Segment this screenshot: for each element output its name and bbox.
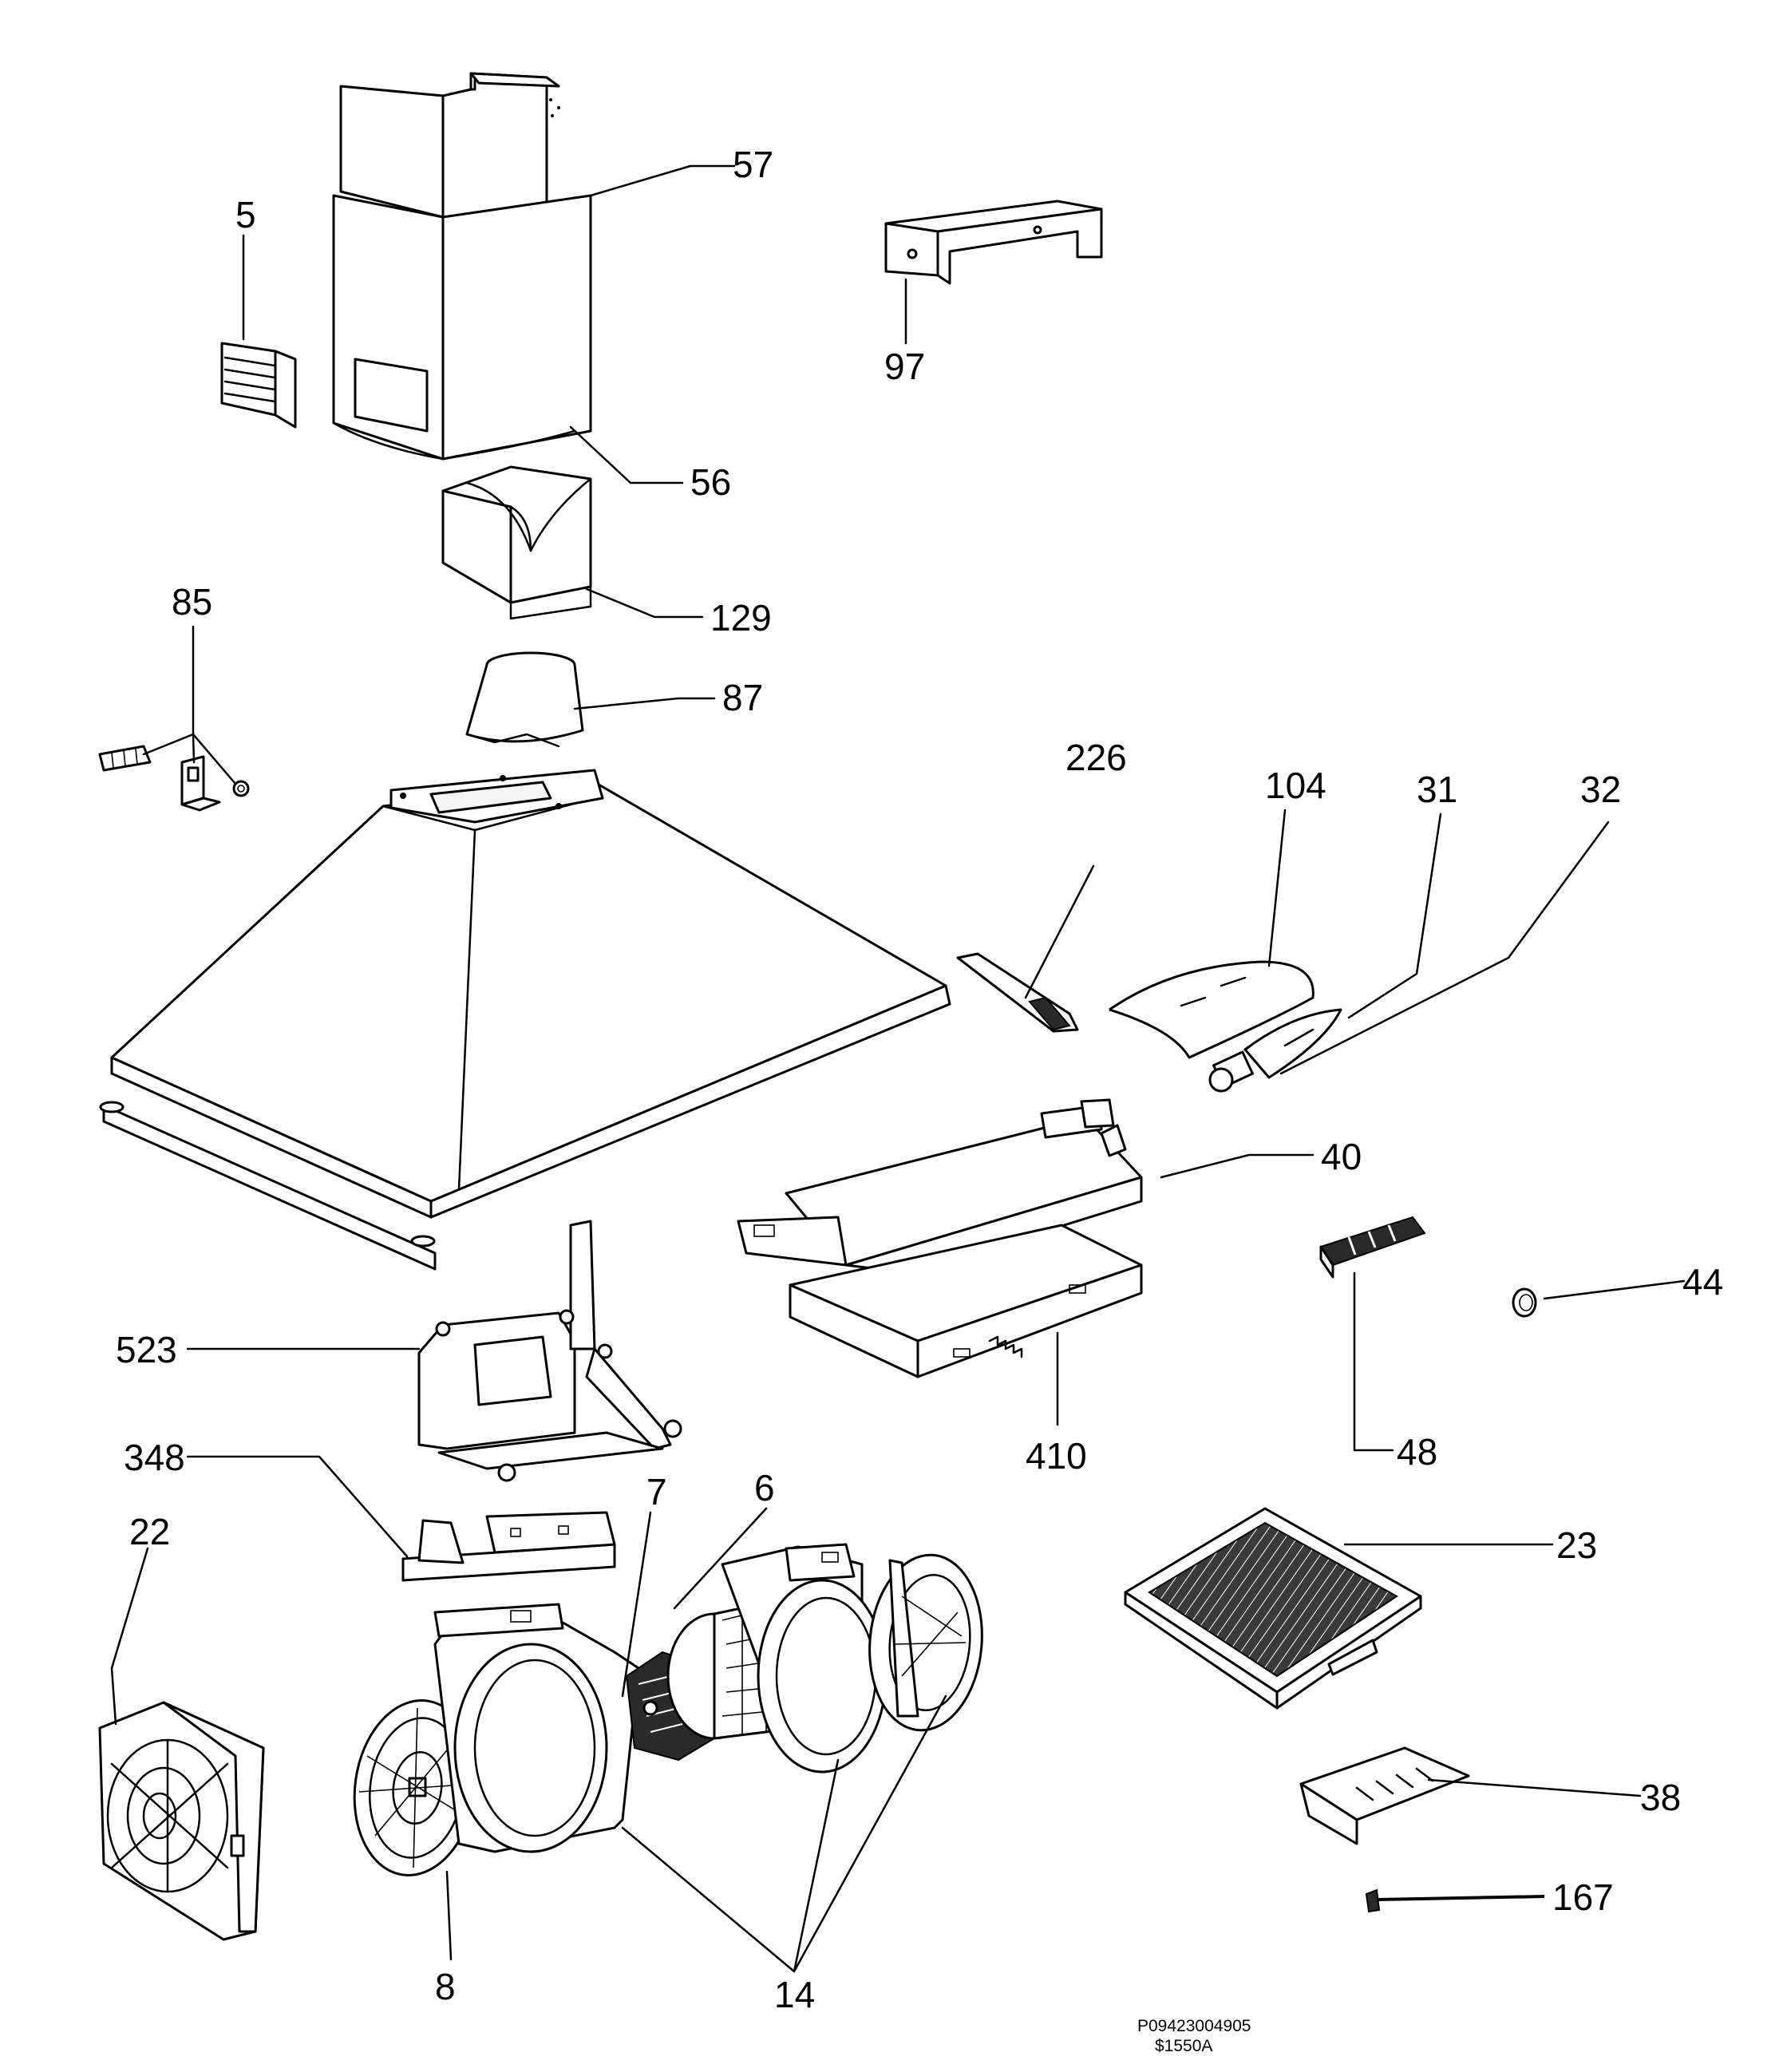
motor-support-part [417,1220,682,1482]
lower-chimney-part [332,194,592,461]
label-8: 8 [435,1966,456,2007]
rear-fan-wheel-part [868,1553,983,1732]
mounting-bracket-part [884,200,1103,285]
label-22: 22 [129,1511,170,1552]
label-6: 6 [754,1467,775,1509]
fan-front-cover-part [98,1701,265,1941]
screw-part [1365,1888,1545,1913]
label-5: 5 [235,194,256,235]
diagram-ref: $1550A [1155,2037,1212,2055]
wall-fixing-kit-part [98,745,250,812]
diagram-code: P09423004905 [1137,2017,1251,2035]
label-38: 38 [1640,1777,1681,1818]
grease-filter-part [1124,1507,1422,1710]
label-104: 104 [1265,765,1326,806]
duct-collar-part [465,651,584,748]
label-85: 85 [172,581,212,623]
label-523: 523 [116,1329,177,1370]
label-31: 31 [1417,769,1457,810]
upper-chimney-part [339,72,560,219]
label-44: 44 [1682,1261,1723,1303]
label-348: 348 [124,1437,185,1478]
label-167: 167 [1552,1876,1614,1918]
label-23: 23 [1556,1524,1597,1566]
light-bulb-part [1208,1008,1342,1093]
label-410: 410 [1026,1435,1087,1477]
vent-grille-part [220,342,297,429]
transition-duct-part [441,465,592,620]
part-labels: 57 5 97 56 129 85 87 226 104 31 32 40 44… [116,144,1723,2055]
label-48: 48 [1397,1431,1437,1473]
label-226: 226 [1065,737,1127,778]
control-knob-part [1512,1287,1537,1318]
control-switch-part [1319,1216,1426,1279]
leader-lines [110,164,1686,1973]
label-129: 129 [710,597,772,639]
filter-frame-part [789,1224,1143,1378]
hood-canopy-part [99,769,951,1271]
fan-housing-left-part [433,1603,663,1853]
filter-clip-part [1299,1746,1470,1845]
lamp-holder-part [956,952,1079,1033]
fan-housing-right-part [721,1543,888,1773]
label-32: 32 [1580,769,1621,810]
filter-housing-part [737,1098,1143,1275]
label-40: 40 [1321,1136,1362,1177]
label-87: 87 [722,677,763,718]
label-97: 97 [884,346,925,387]
mounting-plate-part [401,1511,616,1582]
label-14: 14 [774,1974,815,2015]
label-57: 57 [733,144,773,185]
label-56: 56 [690,461,731,503]
lamp-cover-part [1109,960,1314,1059]
label-7: 7 [646,1471,667,1512]
